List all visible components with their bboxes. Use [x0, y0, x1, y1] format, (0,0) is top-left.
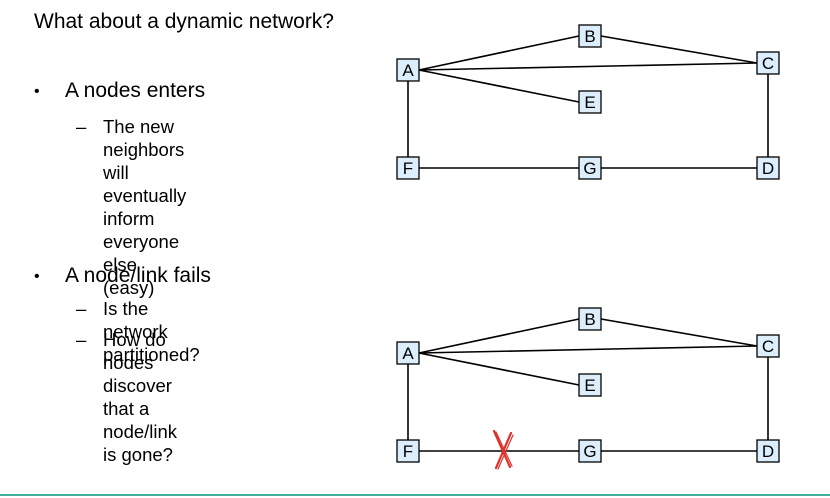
bullet-marker: • [34, 83, 40, 100]
node-label: G [583, 159, 596, 178]
node-label: C [762, 54, 774, 73]
node-label: D [762, 159, 774, 178]
node-f: F [396, 156, 420, 180]
sub-bullet-text: Is the network partitioned? [103, 297, 200, 366]
node-b: B [578, 24, 602, 48]
node-g: G [578, 156, 602, 180]
link-a-e [418, 352, 580, 386]
network-diagram-failure: A B C D E F G [396, 307, 780, 470]
link-a-e [418, 69, 580, 103]
node-a: A [396, 58, 420, 82]
link-a-c [418, 62, 758, 71]
link-b-c [600, 318, 758, 347]
node-c: C [756, 51, 780, 75]
link-a-b [418, 35, 580, 71]
footer-rule [0, 494, 830, 496]
node-d: D [756, 156, 780, 180]
node-label: E [584, 93, 595, 112]
sub-bullet-line: How do nodes discover that a [103, 329, 172, 419]
node-e: E [578, 90, 602, 114]
sub-bullet-line: else (easy) [103, 254, 155, 298]
sub-bullet-text: The new neighbors will eventually inform… [103, 115, 186, 299]
bullet-text: A node/link fails [65, 264, 211, 287]
network-diagram-before: A B C D E F G [396, 24, 780, 180]
link-b-c [600, 35, 758, 64]
node-label: E [584, 376, 595, 395]
node-f: F [396, 439, 420, 463]
node-label: A [402, 61, 414, 80]
sub-bullet-line: node/link is gone? [103, 421, 178, 465]
sub-bullet-dash: – [76, 298, 87, 319]
node-e: E [578, 373, 602, 397]
node-g: G [578, 439, 602, 463]
sub-bullet-line: Is the network partitioned? [103, 298, 200, 365]
bullet-text: A nodes enters [65, 79, 206, 102]
node-a: A [396, 341, 420, 365]
node-b: B [578, 307, 602, 331]
sub-bullet-line: The new neighbors will [103, 116, 185, 183]
node-label: C [762, 337, 774, 356]
sub-bullet-dash: – [76, 329, 87, 350]
node-label: D [762, 442, 774, 461]
link-a-c [418, 345, 758, 354]
sub-bullet-line: eventually inform everyone [103, 185, 187, 252]
sub-bullet-text: How do nodes discover that a node/link i… [103, 328, 177, 466]
node-label: B [584, 27, 595, 46]
sub-bullet-dash: – [76, 116, 87, 137]
node-label: G [583, 442, 596, 461]
node-label: F [403, 159, 413, 178]
link-a-b [418, 318, 580, 354]
bullet-marker: • [34, 268, 40, 285]
node-label: A [402, 344, 414, 363]
node-c: C [756, 334, 780, 358]
red-x-icon [492, 429, 514, 470]
node-label: F [403, 442, 413, 461]
node-label: B [584, 310, 595, 329]
slide-title: What about a dynamic network? [34, 10, 334, 33]
node-d: D [756, 439, 780, 463]
